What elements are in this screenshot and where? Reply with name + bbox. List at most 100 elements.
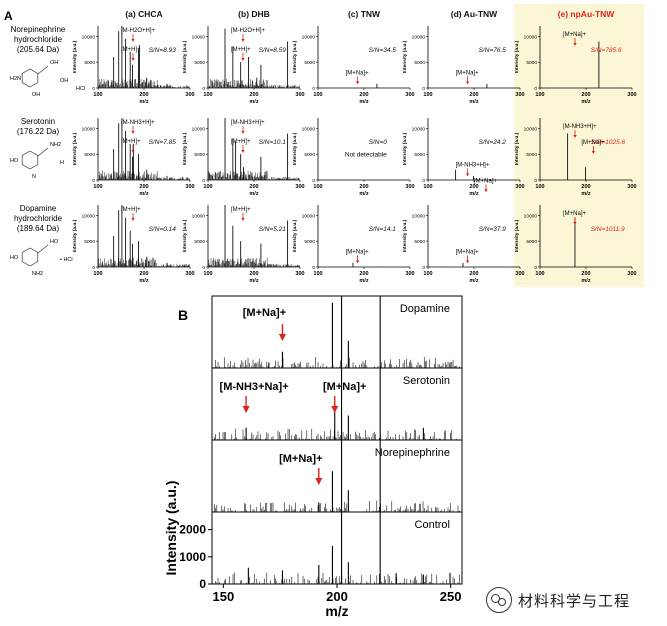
x-axis-label: m/z (469, 99, 478, 105)
x-tick-label: 300 (405, 271, 414, 277)
x-axis-label: m/z (249, 99, 258, 105)
x-axis-label: m/z (325, 603, 348, 619)
y-tick-label: 10000 (82, 34, 96, 40)
y-tick-label: 0 (92, 86, 95, 92)
x-tick-label: 100 (203, 92, 212, 98)
structure-label: H (60, 160, 64, 166)
ion-arrowhead (331, 406, 339, 413)
y-tick-label: 10000 (524, 213, 538, 219)
sn-value: S/N=14.1 (369, 226, 397, 233)
ion-label: [M+H]+ (231, 47, 251, 53)
y-tick-label: 0 (422, 265, 425, 271)
structure-label: HO (50, 239, 59, 245)
y-axis-label: Intensity (a.u.) (292, 219, 298, 252)
y-tick-label: 0 (92, 178, 95, 184)
analyte-name: Dopamine (20, 204, 57, 213)
structure-bond (37, 65, 49, 75)
x-tick-label: 300 (295, 184, 304, 190)
y-tick-label: 5000 (194, 60, 205, 66)
x-tick-label: 200 (469, 184, 478, 190)
x-axis-label: m/z (139, 99, 148, 105)
ion-arrowhead (241, 58, 245, 61)
series-name: Control (415, 519, 450, 531)
y-tick-label: 10000 (524, 34, 538, 40)
ion-label: [M+H]+ (121, 207, 141, 213)
ion-label: [M+Na]+ (346, 249, 370, 255)
wechat-icon (486, 587, 512, 613)
y-tick-label: 0 (534, 86, 537, 92)
y-tick-label: 5000 (194, 152, 205, 158)
stacked-spectrum: Norepinephrine[M+Na]+ (211, 439, 463, 513)
y-tick-label: 10000 (82, 213, 96, 219)
y-tick-label: 0 (422, 86, 425, 92)
ion-label: [M-NH3+Na]+ (220, 381, 289, 393)
structure-ring (21, 150, 39, 170)
ion-label: [M-NH3+H]+ (456, 162, 490, 168)
x-tick-label: 100 (203, 271, 212, 277)
ion-label: [M+Na]+ (346, 70, 370, 76)
ion-label: [M-NH3+H]+ (121, 120, 155, 126)
structure-label: HO (10, 255, 19, 261)
sn-value: S/N=0 (369, 139, 388, 146)
x-tick-label: 250 (440, 589, 462, 604)
y-axis-label: Intensity (a.u.) (292, 132, 298, 165)
ion-label: [M+H]+ (121, 139, 141, 145)
y-tick-label: 0 (202, 265, 205, 271)
ion-label: [M+Na]+ (563, 211, 587, 217)
structure-label: HCl (76, 86, 85, 92)
structure-label: N (32, 174, 36, 180)
analyte-name-2: hydrochloride (14, 35, 63, 44)
ion-label: [M+Na]+ (323, 381, 366, 393)
y-tick-label: 10000 (82, 126, 96, 132)
x-tick-label: 200 (139, 184, 148, 190)
ion-label: [M-H2O+H]+ (231, 28, 266, 34)
ion-label: [M-H2O+H]+ (121, 28, 156, 34)
y-tick-label: 5000 (194, 239, 205, 245)
y-axis-label: Intensity (a.u.) (402, 132, 408, 165)
x-tick-label: 300 (185, 271, 194, 277)
y-axis-label: Intensity (a.u.) (514, 40, 520, 73)
y-tick-label: 5000 (526, 239, 537, 245)
sn-value: S/N=785.6 (591, 47, 622, 54)
x-axis-label: m/z (139, 278, 148, 284)
ion-arrowhead (131, 150, 135, 153)
ion-arrowhead (131, 58, 135, 61)
ion-arrowhead (278, 334, 286, 341)
y-tick-label: 5000 (414, 152, 425, 158)
ion-arrowhead (241, 39, 245, 42)
ion-label: [M+Na]+ (279, 453, 322, 465)
structure-label: NH2 (50, 142, 61, 148)
y-tick-label: 10000 (192, 126, 206, 132)
x-tick-label: 200 (249, 271, 258, 277)
x-tick-label: 200 (469, 92, 478, 98)
x-tick-label: 100 (535, 184, 544, 190)
y-axis-label: Intensity (a.u.) (402, 40, 408, 73)
y-tick-label: 5000 (84, 60, 95, 66)
column-header: (c) TNW (348, 9, 381, 19)
y-tick-label: 5000 (84, 239, 95, 245)
y-axis-label: Intensity (a.u.) (182, 219, 188, 252)
x-tick-label: 100 (203, 184, 212, 190)
x-tick-label: 200 (359, 184, 368, 190)
sn-value: S/N=76.5 (479, 47, 507, 54)
x-tick-label: 100 (535, 92, 544, 98)
x-axis-label: m/z (249, 278, 258, 284)
ion-arrowhead (315, 478, 323, 485)
x-axis-label: m/z (139, 191, 148, 197)
x-tick-label: 200 (469, 271, 478, 277)
y-tick-label: 10000 (412, 126, 426, 132)
y-tick-label: 5000 (414, 60, 425, 66)
x-tick-label: 100 (423, 92, 432, 98)
y-tick-label: 5000 (84, 152, 95, 158)
y-axis-label: Intensity (a.u.) (402, 219, 408, 252)
y-tick-label: 10000 (412, 213, 426, 219)
